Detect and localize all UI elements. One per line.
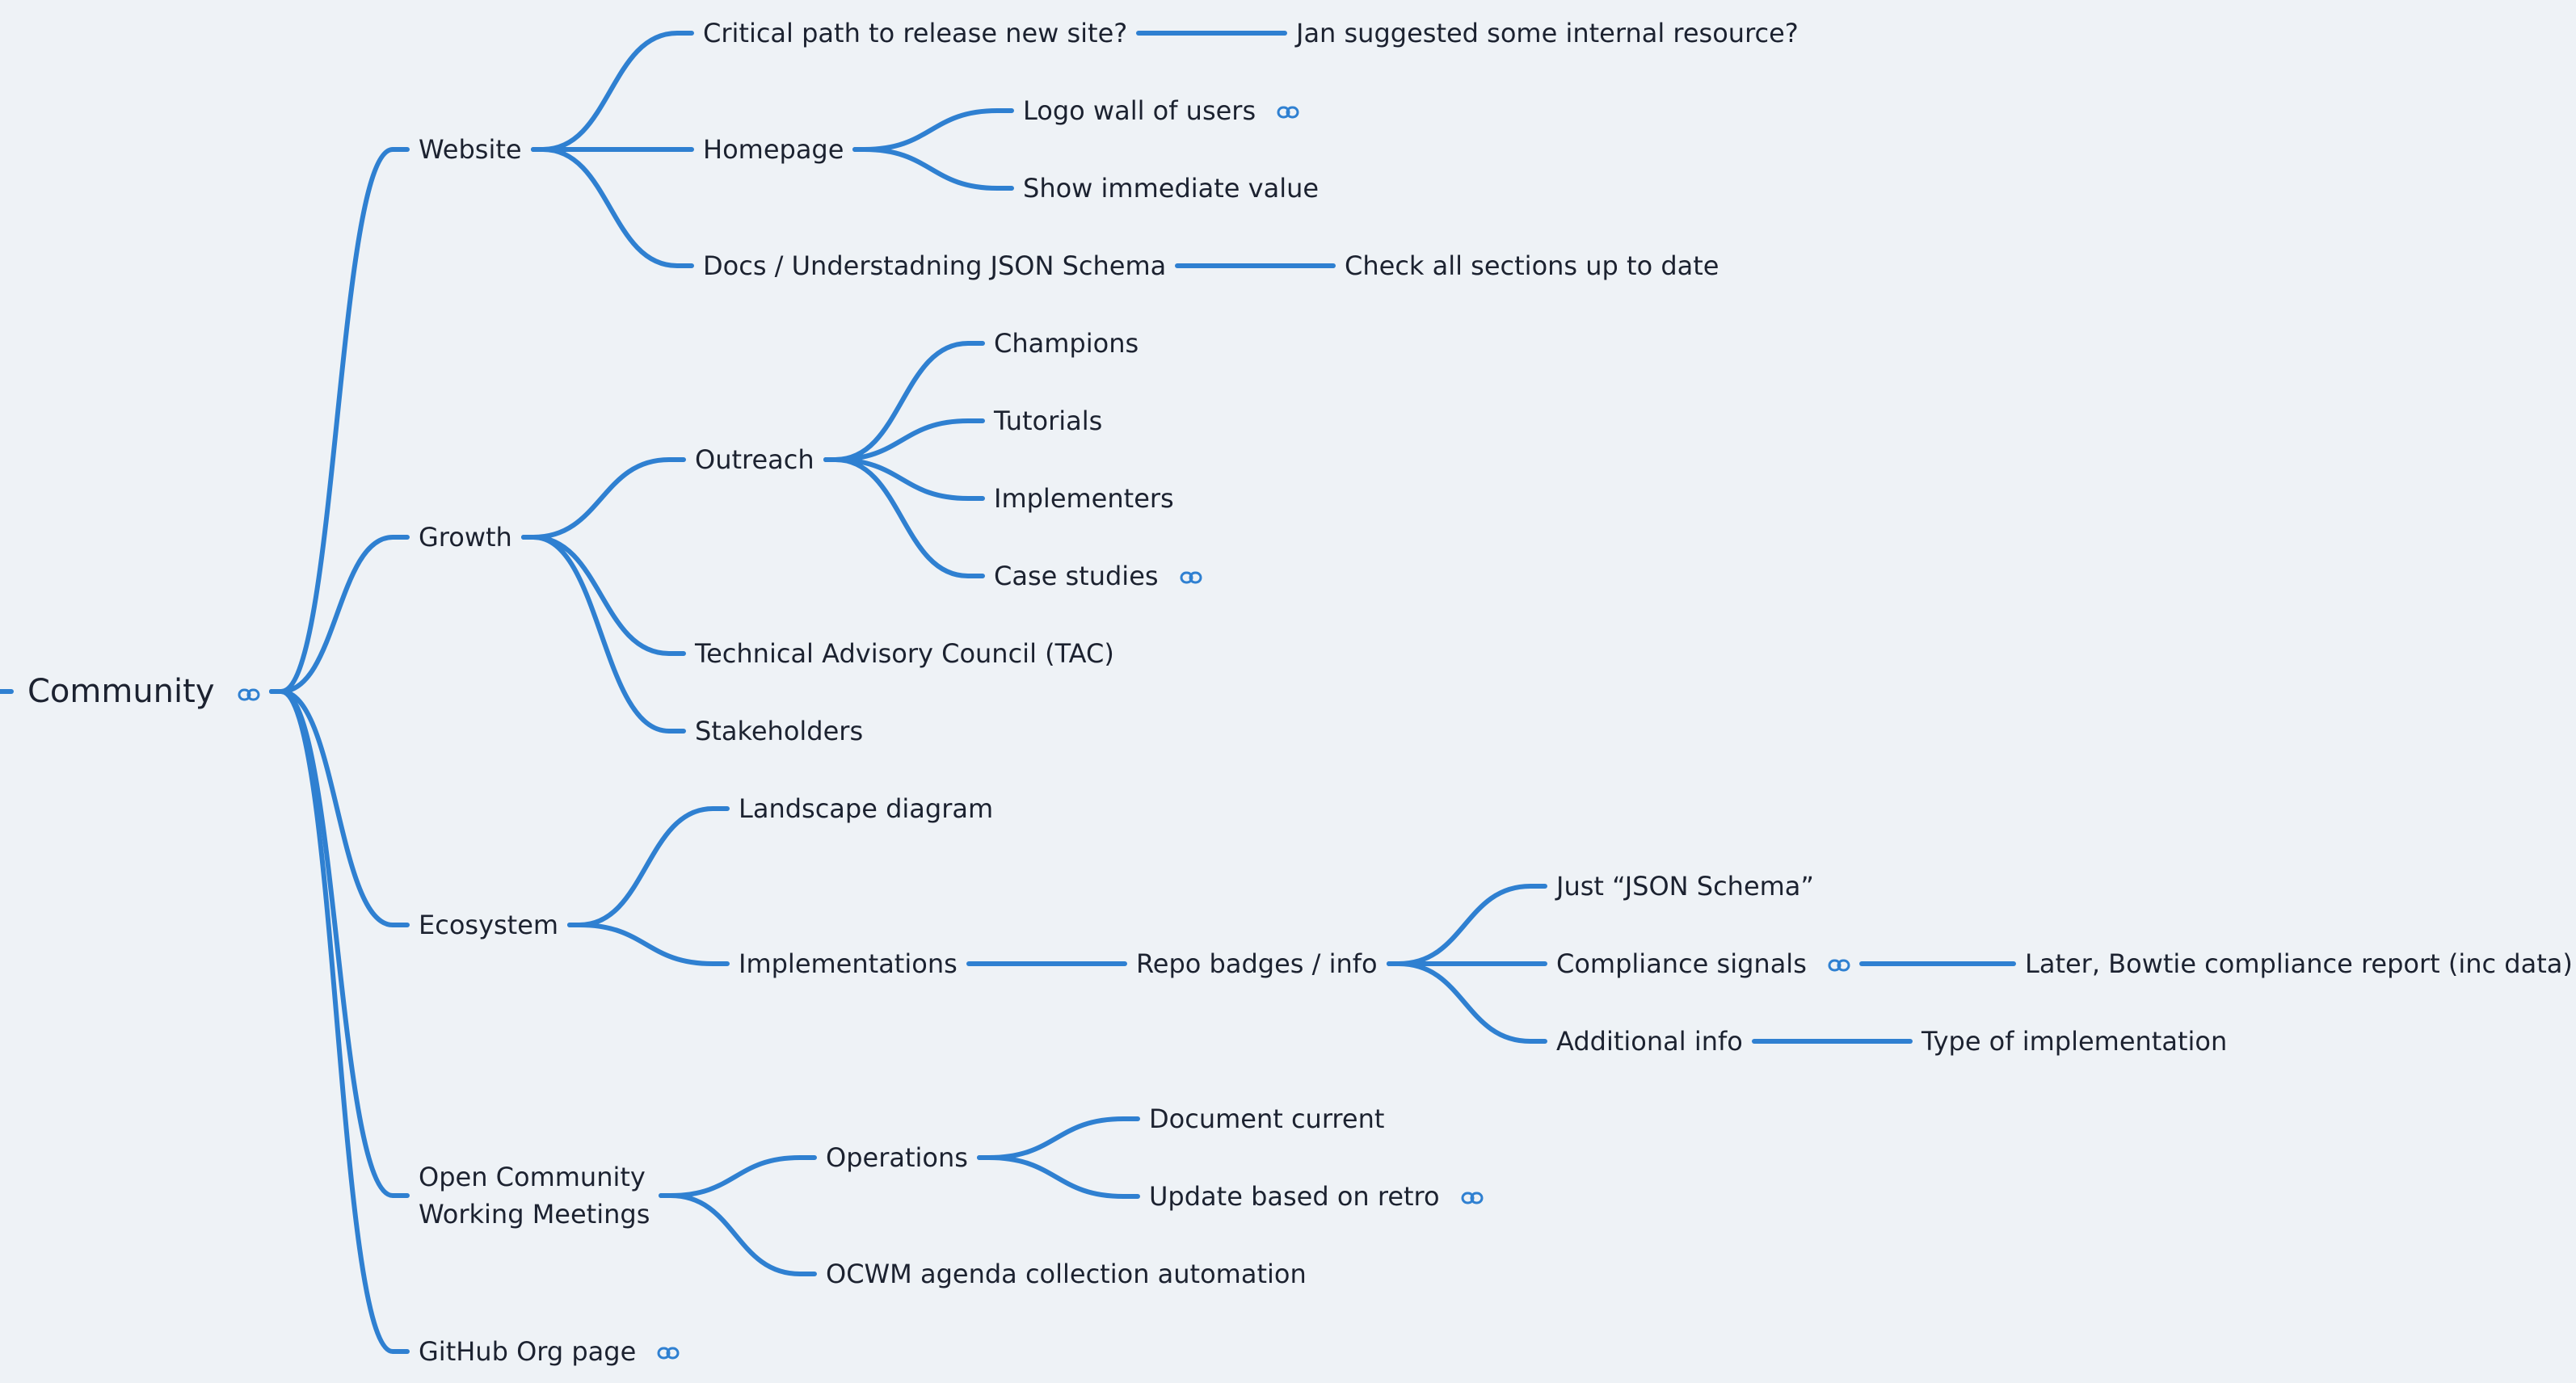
node-growth[interactable]: Growth — [419, 519, 512, 556]
link-icon[interactable] — [1461, 1178, 1484, 1215]
connector-edge — [521, 535, 686, 734]
node-technical-advisory-council[interactable]: Technical Advisory Council (TAC) — [695, 635, 1114, 672]
node-landscape-diagram[interactable]: Landscape diagram — [739, 790, 993, 827]
node-additional-info[interactable]: Additional info — [1556, 1023, 1743, 1060]
node-jan-suggested[interactable]: Jan suggested some internal resource? — [1296, 15, 1799, 52]
connector-edge — [823, 341, 985, 462]
node-just-json-schema[interactable]: Just “JSON Schema” — [1556, 868, 1814, 905]
node-stakeholders[interactable]: Stakeholders — [695, 713, 863, 750]
node-label: Compliance signals — [1556, 948, 1807, 979]
node-homepage[interactable]: Homepage — [703, 131, 844, 168]
node-bowtie-compliance-report[interactable]: Later, Bowtie compliance report (inc dat… — [2025, 945, 2573, 982]
node-champions[interactable]: Champions — [994, 325, 1139, 362]
node-label: Tutorials — [994, 406, 1103, 436]
node-critical-path[interactable]: Critical path to release new site? — [703, 15, 1127, 52]
node-case-studies[interactable]: Case studies — [994, 557, 1202, 595]
node-implementations[interactable]: Implementations — [739, 945, 958, 982]
link-icon[interactable] — [238, 670, 260, 713]
node-label: Case studies — [994, 561, 1159, 591]
connector-edge — [269, 535, 410, 694]
connector-edge — [852, 108, 1014, 152]
connector-edge — [531, 147, 694, 268]
node-label-line-1: Open Community — [419, 1162, 646, 1192]
connector-edge — [659, 1193, 817, 1276]
node-label: Website — [419, 134, 522, 165]
link-icon[interactable] — [1277, 92, 1299, 129]
connector-edge — [977, 1155, 1140, 1199]
node-label-line-2: Working Meetings — [419, 1199, 650, 1230]
connector-edge — [823, 457, 985, 501]
node-label: Update based on retro — [1149, 1181, 1440, 1212]
node-ecosystem[interactable]: Ecosystem — [419, 906, 558, 944]
connector-edge — [1387, 961, 1547, 1044]
node-outreach[interactable]: Outreach — [695, 441, 814, 478]
node-compliance-signals[interactable]: Compliance signals — [1556, 945, 1850, 982]
link-icon[interactable] — [657, 1333, 680, 1370]
connector-edge — [269, 689, 410, 927]
node-show-immediate-value[interactable]: Show immediate value — [1023, 170, 1319, 207]
connector-edge — [269, 147, 410, 694]
node-label: Check all sections up to date — [1345, 250, 1719, 281]
node-document-current[interactable]: Document current — [1149, 1100, 1384, 1137]
node-label: Technical Advisory Council (TAC) — [695, 638, 1114, 669]
node-label: Just “JSON Schema” — [1556, 871, 1814, 902]
node-logo-wall-of-users[interactable]: Logo wall of users — [1023, 92, 1299, 129]
node-label: GitHub Org page — [419, 1336, 637, 1367]
connector-edge — [659, 1155, 817, 1198]
connector-edge — [977, 1116, 1140, 1160]
node-label: Implementers — [994, 483, 1174, 514]
node-check-all-sections[interactable]: Check all sections up to date — [1345, 247, 1719, 284]
node-label: Community — [27, 673, 215, 710]
link-icon[interactable] — [1828, 945, 1850, 982]
node-type-of-implementation[interactable]: Type of implementation — [1921, 1023, 2227, 1060]
node-label: Type of implementation — [1921, 1026, 2228, 1057]
node-label: Landscape diagram — [739, 793, 994, 824]
node-repo-badges-info[interactable]: Repo badges / info — [1136, 945, 1378, 982]
node-label: Docs / Understadning JSON Schema — [703, 250, 1167, 281]
node-label: Document current — [1149, 1103, 1385, 1134]
connector-edge — [521, 457, 686, 540]
node-root-community[interactable]: Community — [27, 670, 260, 713]
node-label: Critical path to release new site? — [703, 18, 1128, 48]
connector-edge — [567, 806, 730, 927]
connector-edge — [269, 689, 410, 1198]
connector-edge — [823, 457, 985, 578]
node-github-org-page[interactable]: GitHub Org page — [419, 1333, 680, 1370]
node-label: Logo wall of users — [1023, 95, 1256, 126]
node-label: Show immediate value — [1023, 173, 1320, 204]
node-label: Homepage — [703, 134, 844, 165]
node-label: Operations — [826, 1142, 968, 1173]
node-label: Later, Bowtie compliance report (inc dat… — [2025, 948, 2573, 979]
node-label: Implementations — [739, 948, 958, 979]
node-website[interactable]: Website — [419, 131, 522, 168]
node-implementers[interactable]: Implementers — [994, 480, 1174, 517]
node-update-based-on-retro[interactable]: Update based on retro — [1149, 1178, 1484, 1215]
link-icon[interactable] — [1180, 557, 1202, 595]
node-label: Stakeholders — [695, 716, 864, 746]
node-tutorials[interactable]: Tutorials — [994, 402, 1102, 439]
connector-edge — [531, 31, 694, 152]
node-label: Jan suggested some internal resource? — [1296, 18, 1799, 48]
connector-edge — [1387, 884, 1547, 966]
connector-edge — [269, 689, 410, 1354]
node-label: Ecosystem — [419, 910, 559, 940]
connector-edge — [567, 923, 730, 966]
node-label: Champions — [994, 328, 1139, 359]
node-label: Outreach — [695, 444, 814, 475]
node-label: Repo badges / info — [1136, 948, 1378, 979]
node-operations[interactable]: Operations — [826, 1139, 968, 1176]
connector-edge — [521, 535, 686, 656]
node-label: Additional info — [1556, 1026, 1743, 1057]
node-open-community-working-meetings[interactable]: Open Community Working Meetings — [419, 1158, 650, 1233]
node-label: Growth — [419, 522, 512, 553]
node-docs-understanding-json-schema[interactable]: Docs / Understadning JSON Schema — [703, 247, 1166, 284]
node-label: OCWM agenda collection automation — [826, 1259, 1307, 1289]
connector-edge — [852, 147, 1014, 191]
connector-edge — [823, 418, 985, 462]
node-ocwm-agenda-automation[interactable]: OCWM agenda collection automation — [826, 1255, 1307, 1293]
